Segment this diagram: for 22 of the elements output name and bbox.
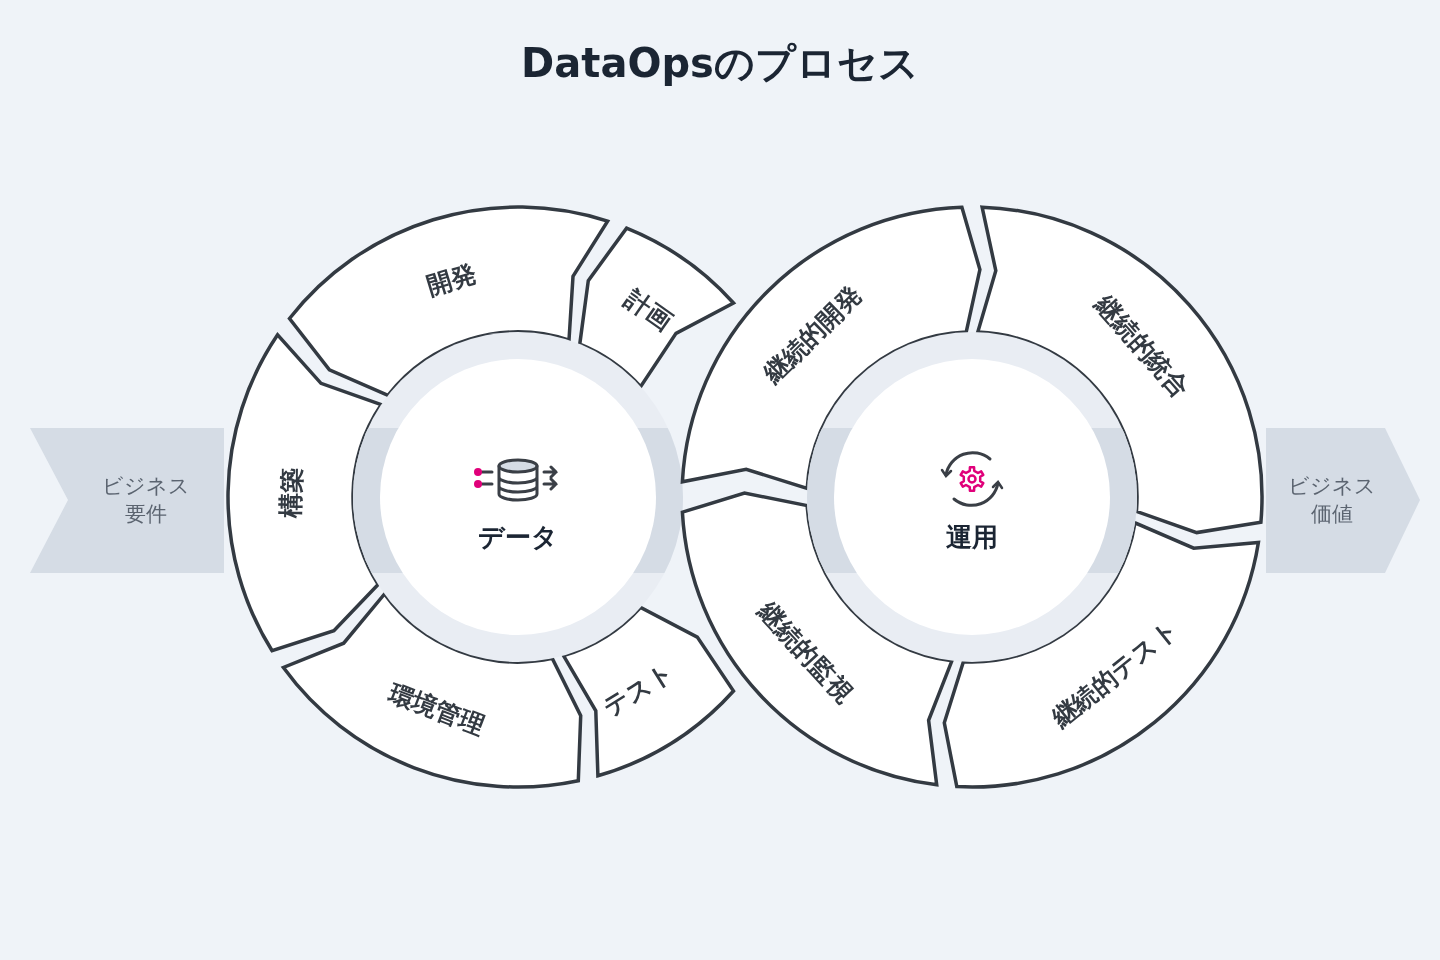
hub-label: データ <box>478 520 558 554</box>
segment-label: 計画 <box>618 283 679 339</box>
hub-label: 運用 <box>946 520 998 554</box>
band-label: ビジネス価値 <box>1287 472 1377 528</box>
ring-segment <box>281 592 583 789</box>
band-label: ビジネス要件 <box>101 472 191 528</box>
hub-circle <box>353 332 683 662</box>
segment-label: 継続的統合 <box>1089 288 1196 404</box>
segment-label: 継続的開発 <box>756 279 869 391</box>
segment-label: 環境管理 <box>383 676 490 743</box>
chevron-band <box>30 428 224 573</box>
segment-label: 開発 <box>422 257 481 303</box>
ring-segment <box>226 333 383 653</box>
chevron-band <box>1266 428 1420 573</box>
segment-label: 構築 <box>274 467 307 519</box>
segment-label: 継続的テスト <box>1045 613 1185 735</box>
ring-segment <box>578 226 736 389</box>
ring-segment <box>561 605 736 778</box>
diagram-title: DataOpsのプロセス <box>521 39 919 88</box>
segment-label: 継続的監視 <box>751 595 860 710</box>
ring-segment <box>942 521 1261 789</box>
segment-label: テスト <box>596 655 681 725</box>
